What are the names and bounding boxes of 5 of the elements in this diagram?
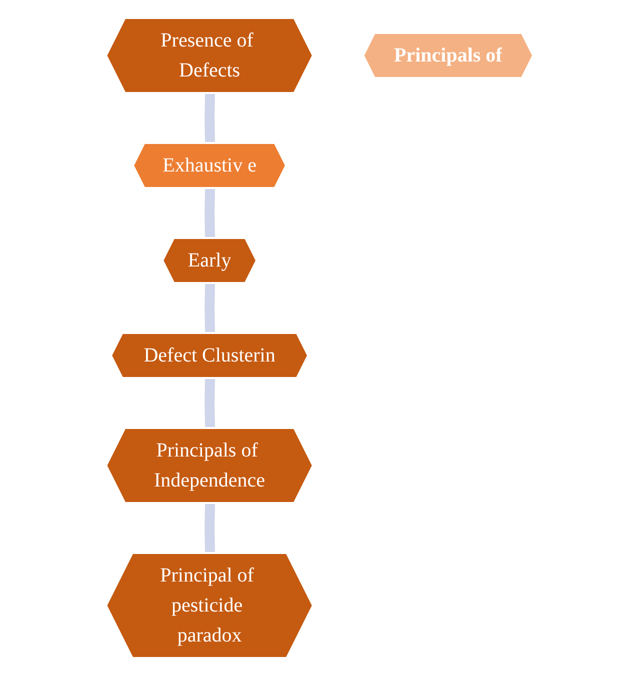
- connector: [204, 93, 216, 144]
- connector: [204, 188, 216, 239]
- connector: [204, 378, 216, 429]
- connector: [204, 283, 216, 334]
- connector: [204, 503, 216, 554]
